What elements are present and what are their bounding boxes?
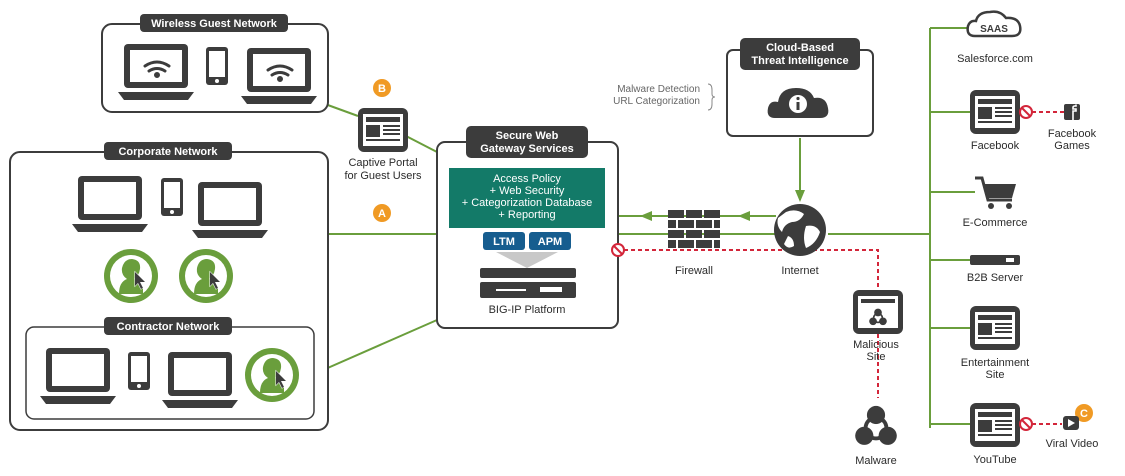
b2b-label: B2B Server <box>967 272 1024 284</box>
svg-text:C: C <box>1080 408 1088 420</box>
wifi-icon <box>143 60 171 78</box>
arrows <box>640 190 805 221</box>
facebook-games: Facebook Games <box>1048 104 1097 152</box>
platform-label: BIG-IP Platform <box>489 304 566 316</box>
youtube-destination: YouTube <box>970 403 1020 466</box>
wireless-group-title: Wireless Guest Network <box>151 18 278 30</box>
malicious-site: Malicious Site <box>853 290 903 363</box>
phone-icon <box>161 178 183 216</box>
webpage-icon <box>358 108 408 152</box>
malware: Malware <box>853 403 899 467</box>
contractor-group-title: Contractor Network <box>117 321 221 333</box>
server-icon <box>480 268 576 298</box>
phone-icon <box>128 352 150 390</box>
cloud-service-label: Malware Detection <box>617 84 700 95</box>
cloud-threat-intelligence: Cloud-Based Threat Intelligence Malware … <box>613 38 874 137</box>
block-icon <box>611 243 625 257</box>
arrow-left-icon <box>640 211 652 221</box>
svg-text:APM: APM <box>538 236 562 248</box>
cloud-title: Cloud-Based <box>766 42 834 54</box>
entertainment-label: Entertainment <box>961 357 1029 369</box>
ltm-badge <box>483 232 525 250</box>
wifi-icon <box>266 64 294 82</box>
apm-badge <box>529 232 571 250</box>
youtube-label: YouTube <box>973 454 1016 466</box>
entertainment-destination: Entertainment Site <box>961 306 1029 381</box>
secure-web-gateway: Secure Web Gateway Services Access Polic… <box>436 126 619 329</box>
firewall: Firewall <box>668 210 720 277</box>
facebook-games-label: Facebook <box>1048 128 1097 140</box>
svg-text:B: B <box>378 83 386 95</box>
svg-text:Access Policy: Access Policy <box>493 173 561 185</box>
saas-badge: SAAS <box>980 24 1008 35</box>
portal-to-swg-line <box>405 135 438 153</box>
swg-title: Secure Web <box>496 130 559 142</box>
svg-text:+ Web Security: + Web Security <box>490 185 565 197</box>
viral-video-label: Viral Video <box>1046 438 1099 450</box>
blocked-lines <box>624 111 1066 425</box>
marker-a: A <box>373 204 391 222</box>
marker-b: B <box>373 79 391 97</box>
svg-text:+ Reporting: + Reporting <box>498 209 555 221</box>
captive-portal-label: for Guest Users <box>344 170 422 182</box>
internet: Internet <box>774 204 826 277</box>
cloud-icon <box>966 10 1022 38</box>
entertainment-label: Site <box>986 369 1005 381</box>
phone-icon <box>206 47 228 85</box>
captive-portal-label: Captive Portal <box>348 157 417 169</box>
marker-c: C <box>1075 404 1093 422</box>
cloud-service-label: URL Categorization <box>613 96 700 107</box>
facebook-icon <box>1064 104 1080 120</box>
malicious-site-label: Site <box>867 351 886 363</box>
contractor-network-group: Contractor Network <box>25 317 315 420</box>
viral-video: Viral Video <box>1046 416 1099 450</box>
captive-portal: Captive Portal for Guest Users <box>344 108 422 182</box>
salesforce-label: Salesforce.com <box>957 53 1033 65</box>
biohazard-icon <box>853 403 899 447</box>
internet-label: Internet <box>781 265 818 277</box>
block-icon <box>1019 105 1033 119</box>
server-icon <box>970 255 1020 265</box>
arrow-left-icon <box>738 211 750 221</box>
facebook-destination: Facebook <box>970 90 1020 152</box>
malware-label: Malware <box>855 455 897 467</box>
facebook-games-label: Games <box>1054 140 1090 152</box>
facebook-label: Facebook <box>971 140 1020 152</box>
svg-text:A: A <box>378 208 386 220</box>
svg-text:LTM: LTM <box>493 236 515 248</box>
shopping-cart-icon <box>975 176 1016 209</box>
user-icon <box>244 347 300 403</box>
user-icon <box>103 248 159 304</box>
arrow-down-icon <box>795 190 805 202</box>
webpage-icon <box>970 306 1020 350</box>
contractor-to-swg-line <box>313 319 438 375</box>
b2b-destination: B2B Server <box>967 255 1024 284</box>
block-icon <box>1019 417 1033 431</box>
saas-destination: SAAS Salesforce.com <box>957 10 1033 65</box>
wireless-guest-network-group: Wireless Guest Network <box>101 14 329 113</box>
swg-title: Gateway Services <box>480 143 574 155</box>
ecommerce-destination: E-Commerce <box>963 176 1028 229</box>
policy-box <box>449 168 605 228</box>
cloud-info-icon <box>767 88 829 118</box>
webpage-icon <box>970 90 1020 134</box>
svg-text:+ Categorization Database: + Categorization Database <box>462 197 593 209</box>
ecommerce-label: E-Commerce <box>963 217 1028 229</box>
corporate-group-title: Corporate Network <box>118 146 218 158</box>
malicious-site-label: Malicious <box>853 339 899 351</box>
firewall-label: Firewall <box>675 265 713 277</box>
user-icon <box>178 248 234 304</box>
webpage-icon <box>970 403 1020 447</box>
cloud-title: Threat Intelligence <box>751 55 848 67</box>
